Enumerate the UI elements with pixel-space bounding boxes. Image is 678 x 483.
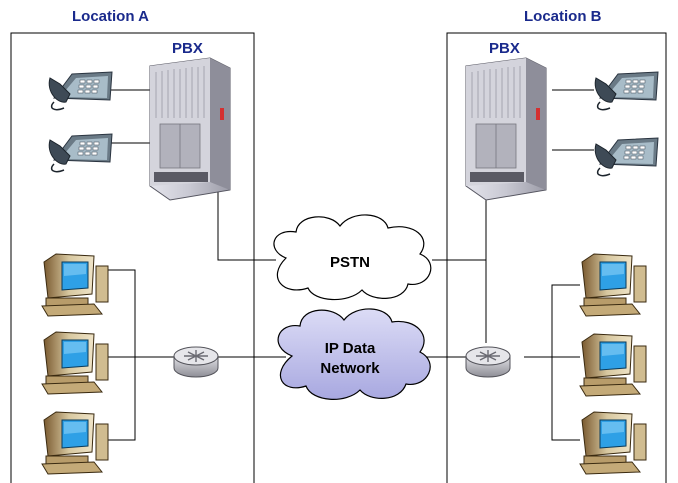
- computer-icon-b2: [579, 333, 647, 397]
- pstn-cloud: PSTN: [273, 214, 432, 301]
- phone-icon-a1: [48, 71, 113, 111]
- computer-icon-b3: [579, 411, 647, 475]
- ip-network-label-line2: Network: [320, 360, 380, 377]
- phone-icon-a2: [48, 133, 113, 173]
- phone-icon-b1: [594, 71, 659, 111]
- ip-network-label-line1: IP Data: [325, 340, 376, 357]
- computer-icon-b1: [579, 253, 647, 317]
- location-b-title: Location B: [524, 8, 602, 25]
- connection-lines: [108, 89, 594, 441]
- router-icon-a: [173, 346, 219, 378]
- location-b-pbx-label: PBX: [489, 40, 520, 57]
- computer-icon-a3: [41, 411, 109, 475]
- pbx-b: [465, 57, 547, 201]
- pbx-a: [149, 57, 231, 201]
- computer-icon-a1: [41, 253, 109, 317]
- ip-data-network-cloud: IP Data Network: [277, 308, 431, 400]
- pstn-label: PSTN: [330, 254, 370, 271]
- location-boundaries: [10, 32, 667, 483]
- phone-icon-b2: [594, 137, 659, 177]
- location-a-pbx-label: PBX: [172, 40, 203, 57]
- computer-icon-a2: [41, 331, 109, 395]
- location-a-boundary: [10, 32, 255, 483]
- location-b-boundary: [446, 32, 667, 483]
- location-a-title: Location A: [72, 8, 149, 25]
- router-icon-b: [465, 346, 511, 378]
